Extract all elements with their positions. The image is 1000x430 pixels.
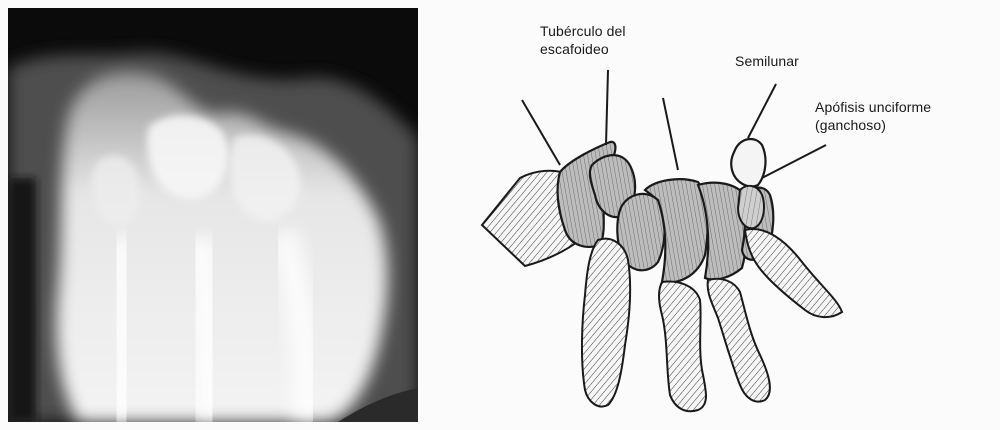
semilunar-bone [731,139,765,187]
schematic-drawing [430,0,1000,430]
metacarpal-3 [708,279,770,402]
schematic-svg [430,0,1000,430]
label-hamate-hook-line2: (ganchoso) [815,116,931,134]
leader-line-capitate [663,98,678,170]
leader-line-radius [522,100,560,165]
label-semilunar-text: Semilunar [735,52,799,70]
label-scaphoid-tubercle: Tubérculo del escafoideo [540,22,626,58]
metacarpal-2 [659,282,706,412]
leader-line-hamate-hook [762,145,826,178]
leader-line-scaphoid-tubercle [606,70,608,145]
radiograph-image [8,8,418,422]
label-semilunar: Semilunar [735,52,799,70]
label-hamate-hook-line1: Apófisis unciforme [815,98,931,116]
label-scaphoid-tubercle-line2: escafoideo [540,40,626,58]
hamate-hook [738,186,764,228]
ulnar-side-bone [745,229,842,317]
radiograph-drawing [8,8,418,422]
leader-line-semilunar [748,84,776,138]
label-scaphoid-tubercle-line1: Tubérculo del [540,22,626,40]
label-hamate-hook: Apófisis unciforme (ganchoso) [815,98,931,134]
metacarpal-1 [582,239,630,407]
